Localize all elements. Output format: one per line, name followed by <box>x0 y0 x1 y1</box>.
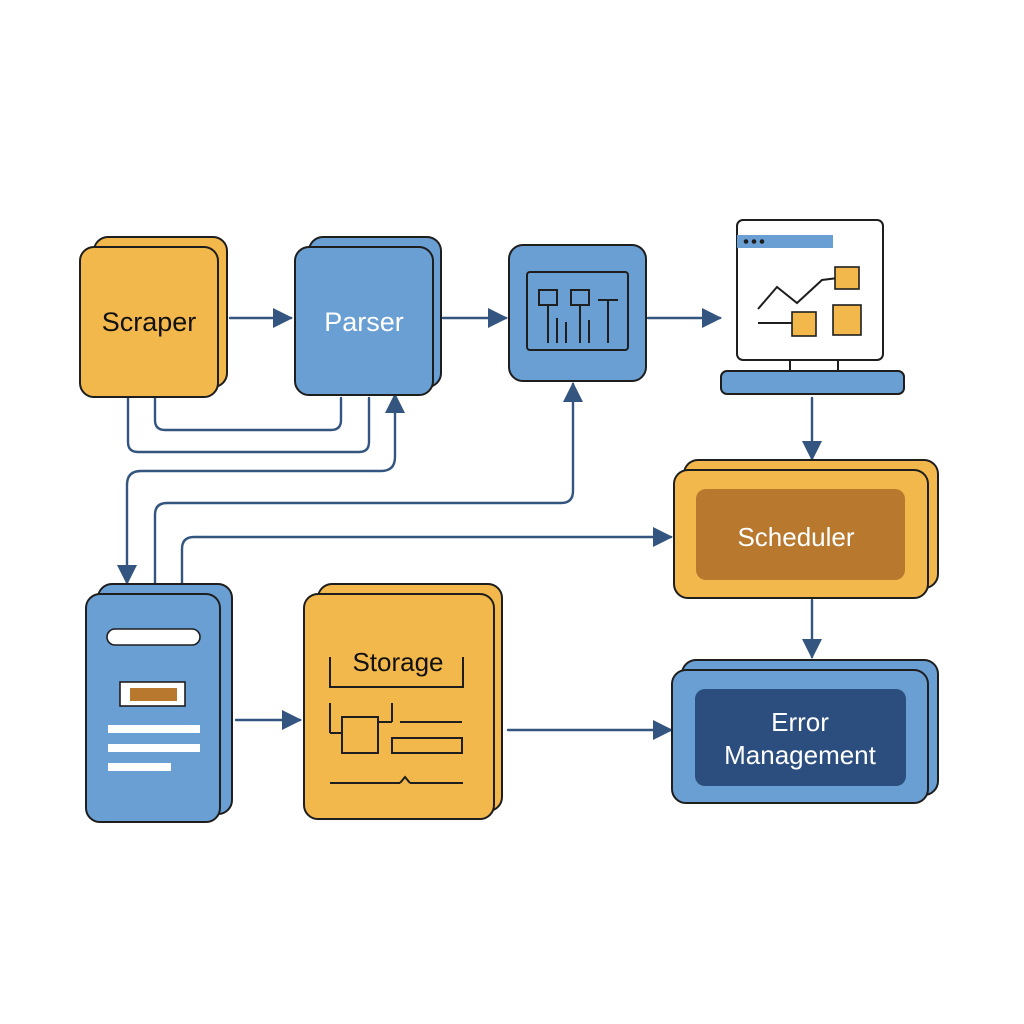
storage-label: Storage <box>352 647 443 677</box>
arrow-to-doc <box>117 393 405 585</box>
window-dot-icon <box>743 239 749 244</box>
error-management-node: Error Management <box>671 659 939 804</box>
processor-node <box>508 244 647 382</box>
storage-node: Storage <box>303 583 503 820</box>
chart-square <box>791 311 817 337</box>
error-management-label-line2: Management <box>724 740 877 770</box>
error-management-label-line1: Error <box>771 707 829 737</box>
doc-header-bar <box>106 628 201 646</box>
scheduler-node: Scheduler <box>673 459 939 599</box>
parser-label: Parser <box>324 307 404 337</box>
scraper-node: Scraper <box>79 236 228 398</box>
scraper-label: Scraper <box>102 307 197 337</box>
document-node <box>85 583 233 823</box>
equalizer-icon <box>526 271 629 351</box>
window-dot-icon <box>759 239 765 244</box>
browser-bar <box>737 235 833 248</box>
chart-square <box>832 304 862 336</box>
storage-bracket <box>329 657 464 688</box>
storage-schematic-icon <box>329 703 463 784</box>
dashboard-node <box>720 219 905 395</box>
doc-text-line <box>108 744 200 752</box>
doc-text-line <box>108 763 171 771</box>
parser-node: Parser <box>294 236 442 396</box>
connectors <box>117 308 822 740</box>
loop-scraper-parser-outer <box>126 396 371 454</box>
scheduler-label: Scheduler <box>737 522 854 552</box>
trend-line-icon <box>757 277 839 310</box>
arrow-doc-to-scheduler <box>180 527 673 585</box>
window-dot-icon <box>751 239 757 244</box>
chart-square <box>834 266 860 290</box>
laptop-base <box>720 370 905 395</box>
doc-text-line <box>108 725 200 733</box>
arrow-doc-to-filter <box>153 382 583 585</box>
loop-scraper-parser-inner <box>153 396 343 432</box>
